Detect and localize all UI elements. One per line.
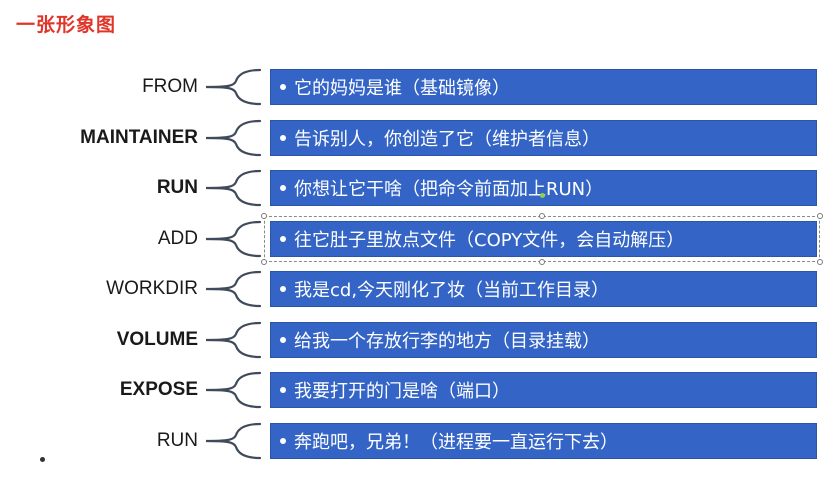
dockerfile-keyword: EXPOSE — [119, 379, 198, 400]
bullet-icon — [280, 387, 286, 393]
description-bar: 告诉别人，你创造了它（维护者信息） — [270, 120, 817, 156]
instruction-row: VOLUME 给我一个存放行李的地方（目录挂载） — [0, 320, 839, 360]
bullet-icon — [280, 286, 286, 292]
curly-brace-icon — [205, 371, 262, 409]
description-bar: 我要打开的门是啥（端口） — [270, 372, 817, 408]
description-bar: 给我一个存放行李的地方（目录挂载） — [270, 322, 817, 358]
selection-handle[interactable] — [539, 213, 545, 219]
selection-handle[interactable] — [539, 259, 545, 265]
page-title: 一张形象图 — [16, 14, 117, 36]
curly-brace-icon — [205, 68, 262, 106]
description-bar: 往它肚子里放点文件（COPY文件，会自动解压） — [270, 221, 817, 257]
curly-brace-icon — [205, 321, 262, 359]
description-text: 奔跑吧，兄弟！（进程要一直运行下去） — [294, 432, 618, 453]
dockerfile-keyword: FROM — [142, 76, 198, 97]
description-bar: 它的妈妈是谁（基础镜像） — [270, 69, 817, 105]
description-text: 往它肚子里放点文件（COPY文件，会自动解压） — [294, 230, 685, 251]
bullet-icon — [280, 337, 286, 343]
description-text: 你想让它干啥（把命令前面加上RUN） — [294, 179, 604, 200]
selection-handle[interactable] — [817, 213, 823, 219]
dockerfile-keyword: VOLUME — [116, 329, 198, 350]
instruction-row: MAINTAINER 告诉别人，你创造了它（维护者信息） — [0, 118, 839, 158]
selection-handle[interactable] — [261, 213, 267, 219]
bullet-icon — [280, 135, 286, 141]
description-text: 我要打开的门是啥（端口） — [294, 381, 510, 402]
description-bar: 你想让它干啥（把命令前面加上RUN） — [270, 170, 817, 206]
instruction-row: ADD 往它肚子里放点文件（COPY文件，会自动解压） — [0, 219, 839, 259]
curly-brace-icon — [205, 422, 262, 460]
bullet-icon — [280, 185, 286, 191]
curly-brace-icon — [205, 270, 262, 308]
empty-bullet — [40, 457, 45, 462]
instruction-row: FROM 它的妈妈是谁（基础镜像） — [0, 67, 839, 107]
curly-brace-icon — [205, 119, 262, 157]
curly-brace-icon — [205, 220, 262, 258]
curly-brace-icon — [205, 169, 262, 207]
instruction-row: EXPOSE 我要打开的门是啥（端口） — [0, 370, 839, 410]
bullet-icon — [280, 236, 286, 242]
instruction-row: RUN 你想让它干啥（把命令前面加上RUN） — [0, 168, 839, 208]
instruction-row: RUN 奔跑吧，兄弟！（进程要一直运行下去） — [0, 421, 839, 461]
description-bar: 奔跑吧，兄弟！（进程要一直运行下去） — [270, 423, 817, 459]
description-bar: 我是cd,今天刚化了妆（当前工作目录） — [270, 271, 817, 307]
selection-handle[interactable] — [817, 259, 823, 265]
rotate-handle-dot[interactable] — [540, 193, 545, 198]
description-text: 我是cd,今天刚化了妆（当前工作目录） — [294, 280, 610, 301]
dockerfile-keyword: MAINTAINER — [80, 127, 198, 148]
dockerfile-keyword: RUN — [156, 430, 198, 451]
description-text: 它的妈妈是谁（基础镜像） — [294, 78, 510, 99]
bullet-icon — [280, 84, 286, 90]
bullet-icon — [280, 438, 286, 444]
selection-handle[interactable] — [261, 259, 267, 265]
description-text: 告诉别人，你创造了它（维护者信息） — [294, 129, 600, 150]
dockerfile-keyword: ADD — [157, 228, 198, 249]
description-text: 给我一个存放行李的地方（目录挂载） — [294, 331, 600, 352]
dockerfile-keyword: RUN — [156, 177, 198, 198]
instruction-row: WORKDIR 我是cd,今天刚化了妆（当前工作目录） — [0, 269, 839, 309]
dockerfile-keyword: WORKDIR — [106, 278, 198, 299]
